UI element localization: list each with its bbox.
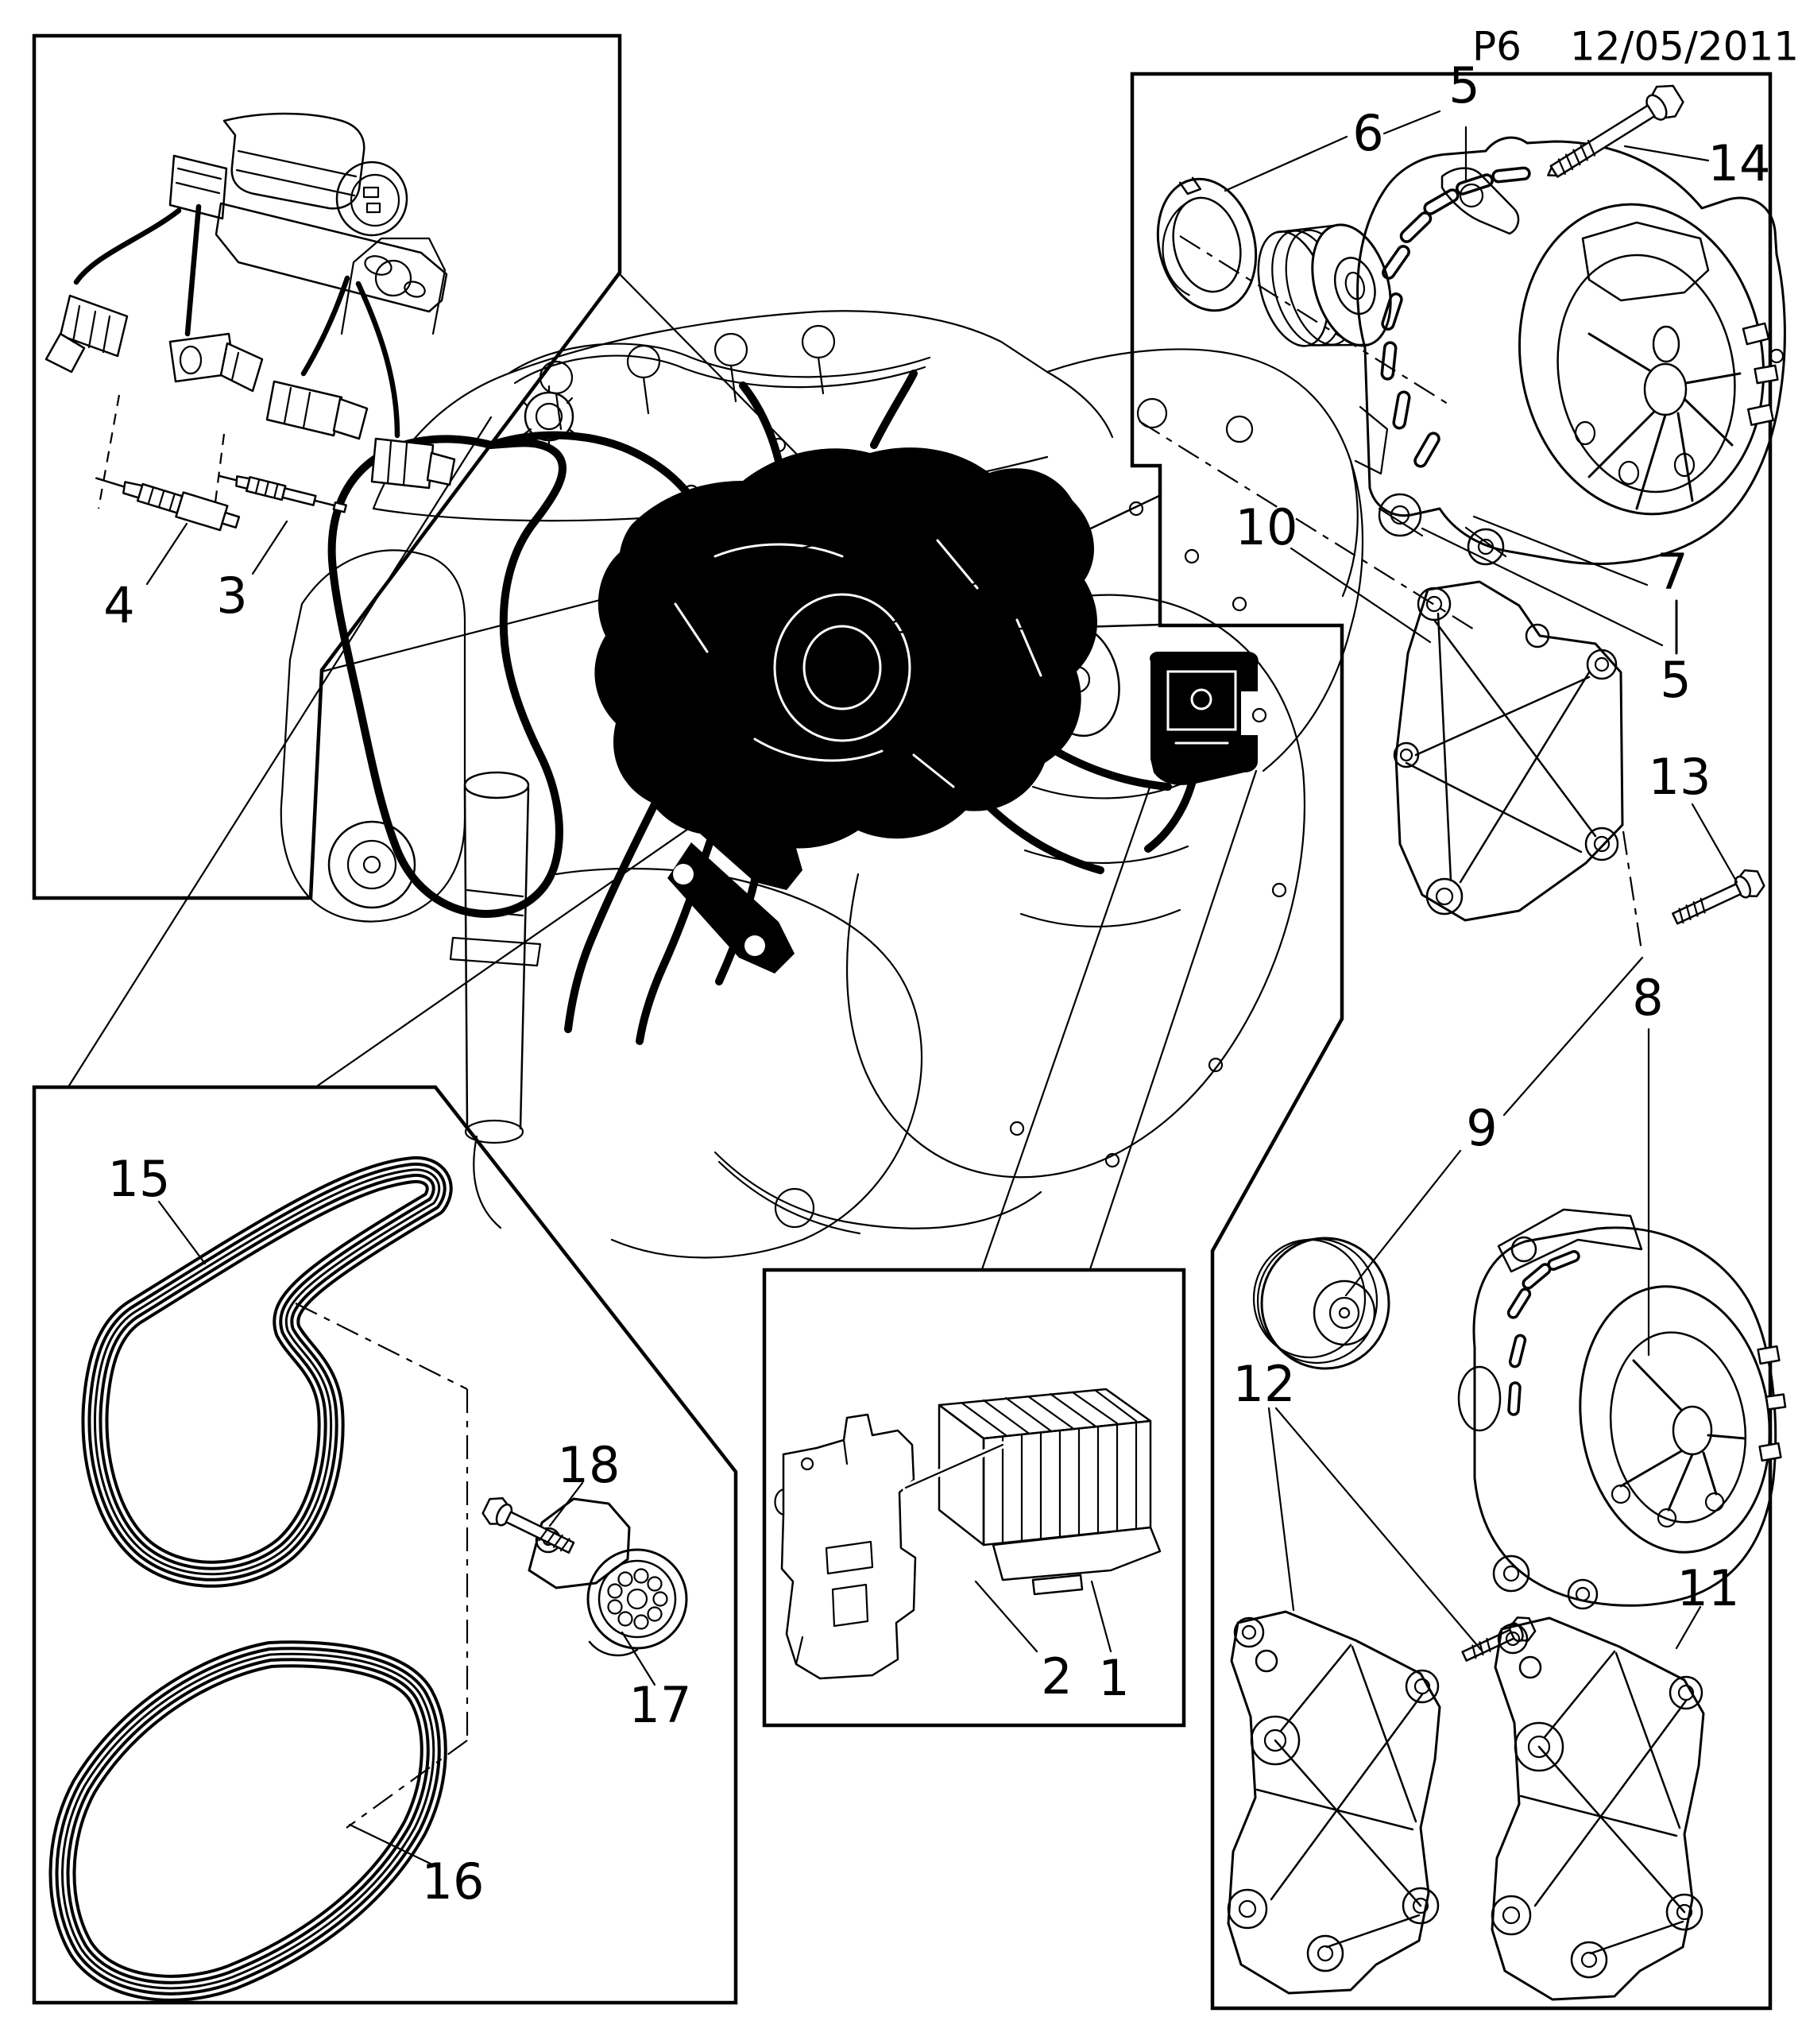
glow-plug-harness [44,112,456,509]
engine-alternator-black-mass [564,370,1172,1045]
callout-4: 4 [103,576,134,634]
glow-plug-4 [95,477,241,532]
callout-5-mid: 5 [1660,651,1691,709]
callout-16: 16 [422,1852,485,1910]
bracket-12 [1227,1610,1441,1995]
alternator-1-spokes [1587,332,1742,510]
module-bracket-2 [774,1413,917,1680]
alternator-cap-6 [1156,176,1258,312]
callout-11: 11 [1677,1559,1740,1617]
callout-18: 18 [558,1436,621,1494]
alternator-pulley-9 [1252,1237,1390,1370]
detail-box-alternators [1130,72,1773,2011]
callout-1: 1 [1098,1649,1129,1707]
alternator-pulley-5 [1257,223,1392,347]
engine-illustration [280,237,1364,1259]
callout-14: 14 [1708,134,1771,192]
bracket-11 [1491,1616,1705,2001]
callout-6: 6 [1352,104,1383,162]
callout-15: 15 [108,1150,171,1208]
detail-box-belts [32,1085,738,2005]
page-date: 12/05/2011 [1570,24,1799,70]
harness-connector-1 [44,294,129,374]
callout-2: 2 [1041,1647,1072,1705]
tensioner-holes [607,1568,668,1630]
callout-lines [68,273,1258,1271]
catalyst [449,771,542,1229]
alternator-1-vents [1380,166,1531,468]
callout-labels: 4 3 6 5 14 7 5 13 10 8 9 12 11 15 18 17 … [103,56,1770,1910]
glow-plug-3 [218,474,347,513]
leader-lines [145,110,1738,1869]
module-assembly-leader [902,1441,1007,1492]
callout-9: 9 [1466,1099,1497,1157]
alternator-1-terminals [1742,322,1785,426]
belt-15 [81,1156,453,1588]
callout-7: 7 [1657,543,1688,601]
alternator-2-vents [1506,1250,1580,1416]
harness-connector-2 [168,332,264,393]
bolt-13 [1672,869,1765,925]
callout-12: 12 [1233,1355,1296,1413]
detail-box-glow-plugs [32,33,622,900]
bolt-18 [481,1496,575,1554]
bracket-10 [1393,580,1624,922]
control-module-1 [938,1388,1162,1596]
alternator-1-exploded [1156,136,1786,566]
alternator-2-exploded [1252,1208,1787,1610]
belt-tensioner-17 [528,1497,688,1657]
bolt-14 [1547,84,1684,178]
callout-5-top: 5 [1448,56,1479,114]
assembly-axis-lines [295,235,1650,1829]
harness-connector-4 [370,437,456,490]
callout-17: 17 [629,1676,692,1734]
callout-3: 3 [216,567,247,625]
callout-10: 10 [1235,498,1298,556]
callout-13: 13 [1649,748,1711,806]
page-code: P6 [1472,24,1522,70]
callout-8: 8 [1632,969,1663,1027]
module-connector-on-engine [1144,652,1259,853]
belt-16 [48,1640,447,2002]
detail-box-module [762,1268,1186,1728]
oil-cap [521,385,577,448]
harness-connector-3 [265,380,369,440]
